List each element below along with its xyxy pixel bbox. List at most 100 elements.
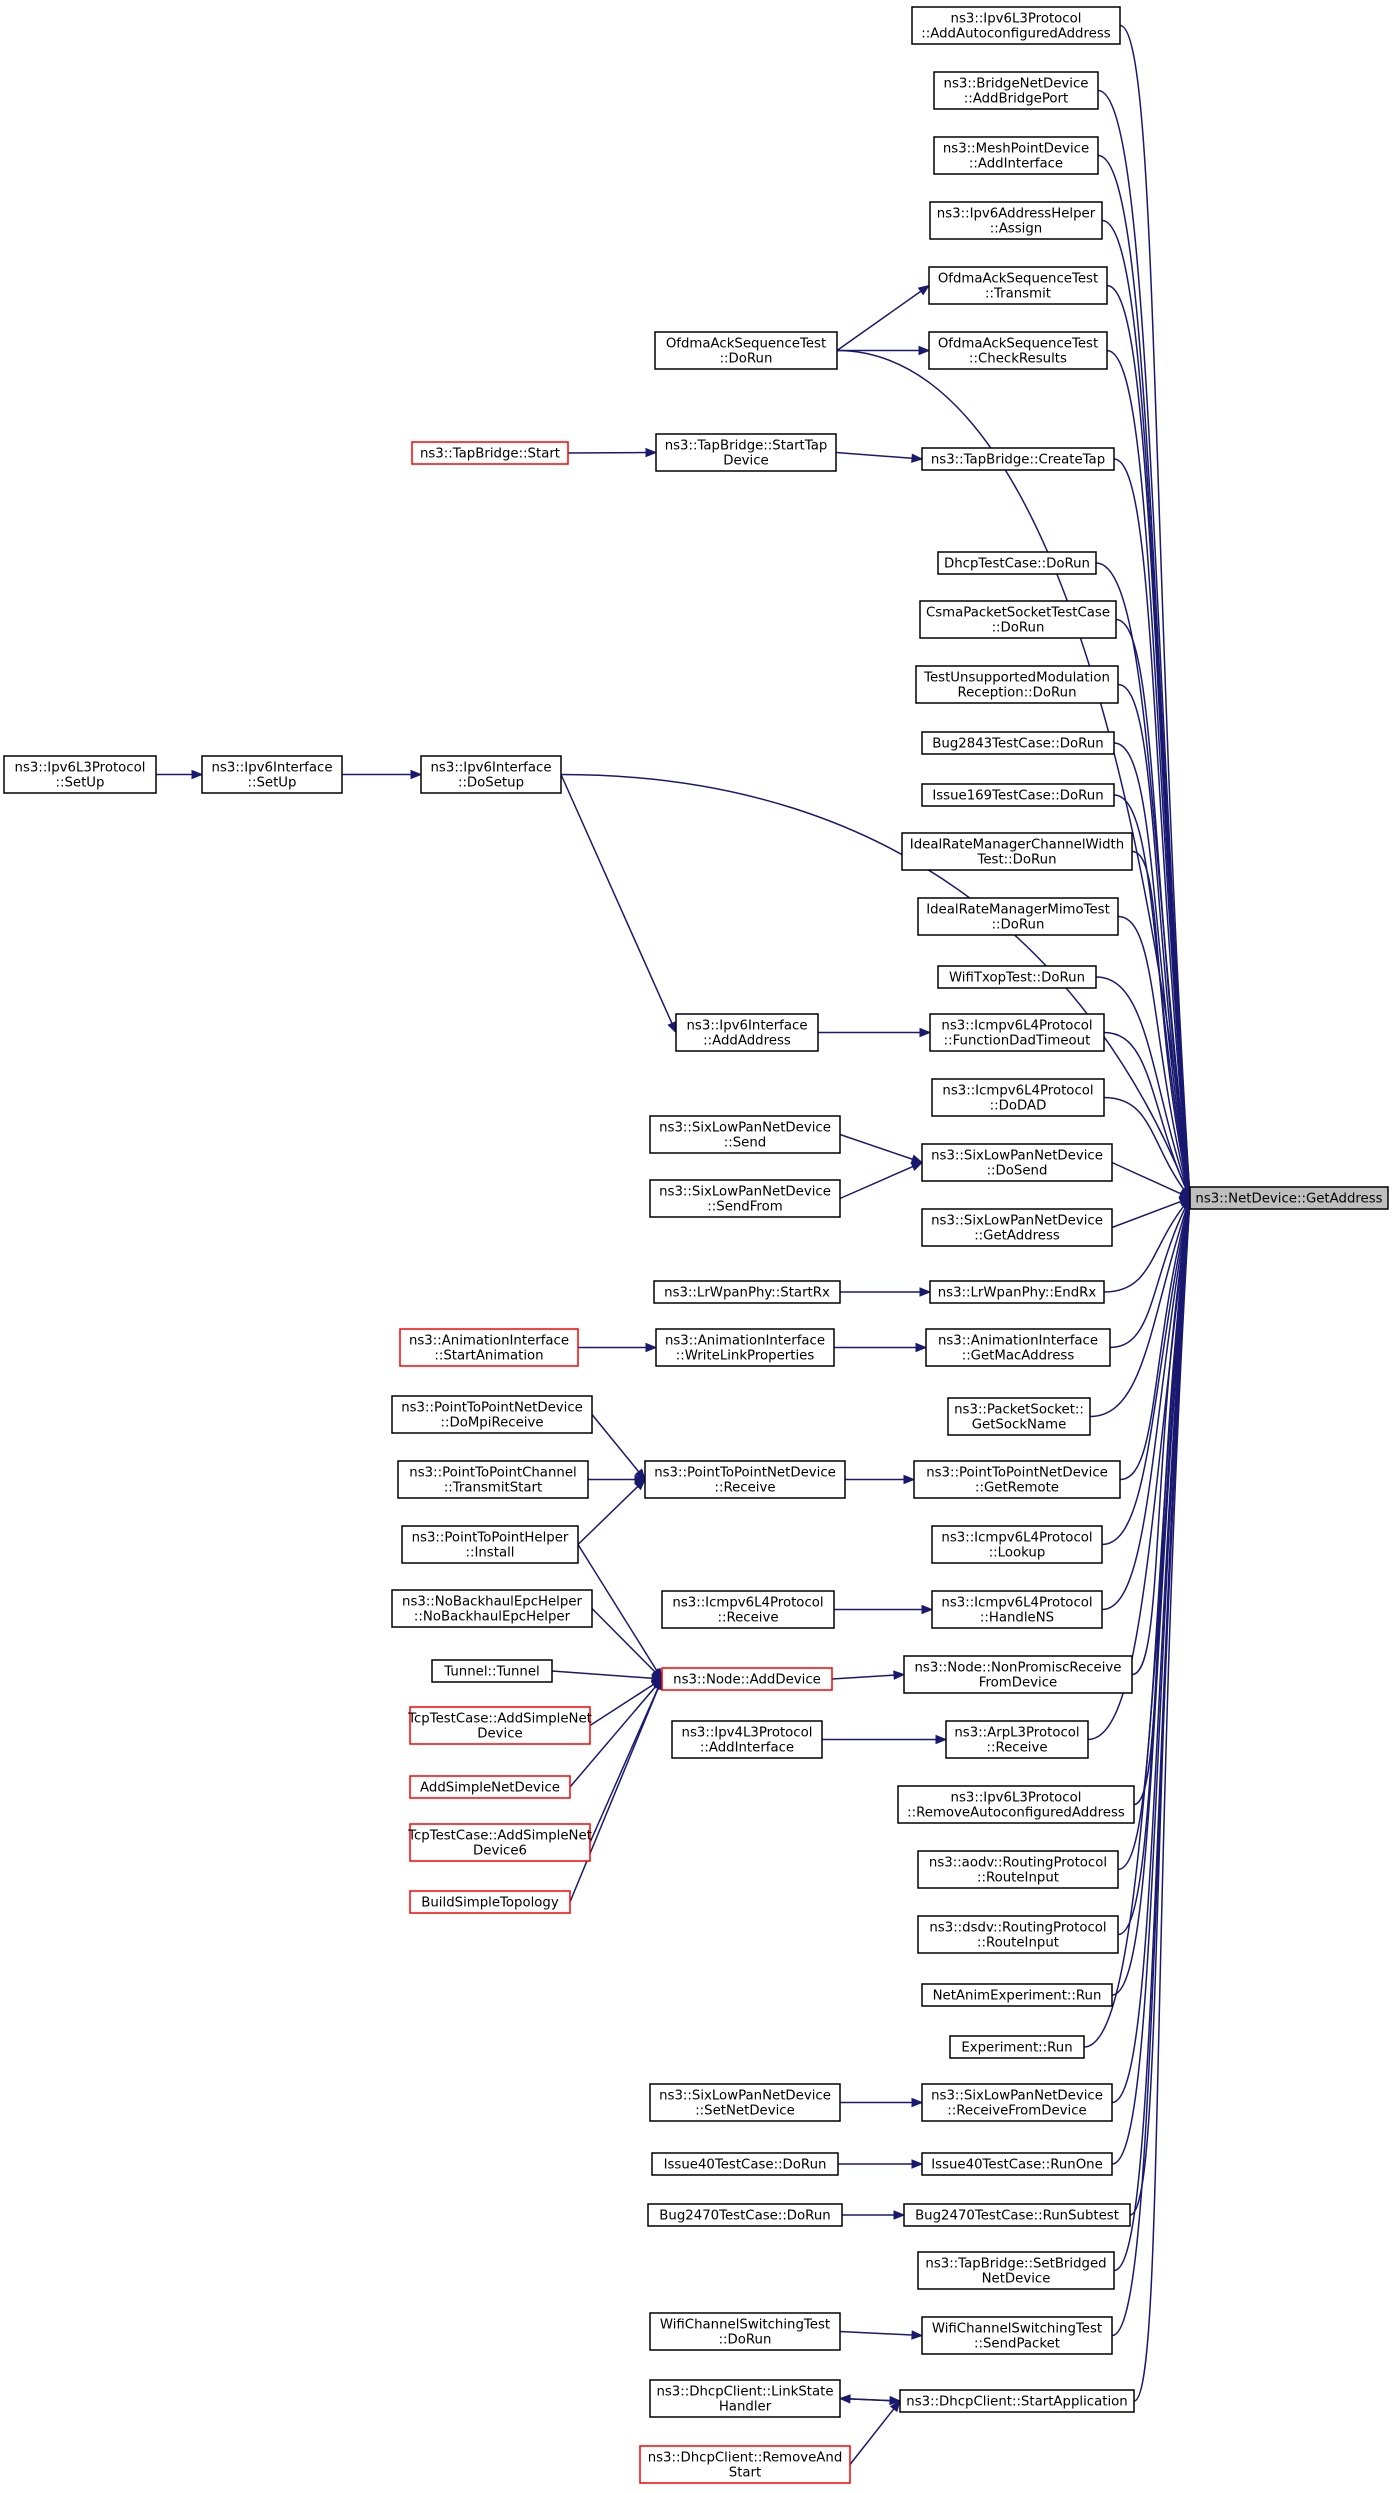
- node-n46[interactable]: Tunnel::Tunnel: [431, 1659, 553, 1683]
- node-n7[interactable]: OfdmaAckSequenceTest::DoRun: [654, 331, 838, 370]
- node-n63[interactable]: Bug2470TestCase::DoRun: [647, 2203, 843, 2227]
- edge-n26-to-n25: [839, 1133, 924, 1164]
- node-label: ::RemoveAutoconfiguredAddress: [907, 1806, 1125, 1821]
- node-n11[interactable]: DhcpTestCase::DoRun: [937, 551, 1097, 575]
- node-box: [917, 1915, 1119, 1954]
- node-label: ns3::dsdv::RoutingProtocol: [929, 1921, 1106, 1936]
- node-box: [921, 2316, 1113, 2355]
- node-n20[interactable]: ns3::Ipv6Interface::SetUp: [201, 755, 343, 794]
- node-n35[interactable]: ns3::PointToPointNetDevice::GetRemote: [913, 1460, 1121, 1499]
- node-box: [201, 755, 343, 794]
- node-label: Issue40TestCase::RunOne: [931, 2158, 1103, 2173]
- node-n36[interactable]: ns3::PointToPointNetDevice::Receive: [644, 1460, 846, 1499]
- edge-n63-to-n62: [842, 2210, 906, 2220]
- node-n33[interactable]: ns3::AnimationInterface::StartAnimation: [399, 1328, 579, 1367]
- node-n65[interactable]: WifiChannelSwitchingTest::SendPacket: [921, 2316, 1113, 2355]
- node-label: TestUnsupportedModulation: [923, 671, 1110, 686]
- node-label: ::AddAutoconfiguredAddress: [921, 27, 1111, 42]
- node-n38[interactable]: ns3::PointToPointChannel::TransmitStart: [397, 1460, 589, 1499]
- node-n22[interactable]: ns3::Icmpv6L4Protocol::FunctionDadTimeou…: [929, 1013, 1105, 1052]
- node-n4[interactable]: ns3::Ipv6AddressHelper::Assign: [929, 201, 1103, 240]
- node-n6[interactable]: OfdmaAckSequenceTest::CheckResults: [928, 331, 1108, 370]
- node-n3[interactable]: ns3::MeshPointDevice::AddInterface: [933, 136, 1099, 175]
- node-n31[interactable]: ns3::AnimationInterface::GetMacAddress: [925, 1328, 1111, 1367]
- node-n50[interactable]: BuildSimpleTopology: [409, 1890, 571, 1914]
- node-label: ::Receive: [714, 1481, 775, 1496]
- node-n60[interactable]: Issue40TestCase::RunOne: [921, 2152, 1113, 2176]
- node-n53[interactable]: ns3::Ipv6L3Protocol::RemoveAutoconfigure…: [897, 1785, 1135, 1824]
- node-n2[interactable]: ns3::BridgeNetDevice::AddBridgePort: [933, 71, 1099, 110]
- node-label: ::DoRun: [992, 918, 1045, 933]
- node-n62[interactable]: Bug2470TestCase::RunSubtest: [903, 2203, 1131, 2227]
- node-box: [655, 1328, 835, 1367]
- node-n28[interactable]: ns3::SixLowPanNetDevice::GetAddress: [921, 1208, 1113, 1247]
- node-n40[interactable]: ns3::Icmpv6L4Protocol::Lookup: [931, 1525, 1103, 1564]
- node-n14[interactable]: Bug2843TestCase::DoRun: [921, 731, 1115, 755]
- node-box: [409, 1775, 571, 1799]
- node-label: ::DoRun: [992, 621, 1045, 636]
- node-label: ::RouteInput: [977, 1936, 1059, 1951]
- node-label: ::AddAddress: [703, 1034, 791, 1049]
- node-n15[interactable]: Issue169TestCase::DoRun: [921, 783, 1115, 807]
- node-n12[interactable]: CsmaPacketSocketTestCase::DoRun: [919, 600, 1117, 639]
- node-label: ns3::Node::AddDevice: [673, 1673, 821, 1688]
- node-n17[interactable]: IdealRateManagerMimoTest::DoRun: [917, 897, 1119, 936]
- node-label: ns3::Ipv4L3Protocol: [682, 1726, 813, 1741]
- node-n32[interactable]: ns3::AnimationInterface::WriteLinkProper…: [655, 1328, 835, 1367]
- node-n42[interactable]: ns3::Icmpv6L4Protocol::Receive: [661, 1590, 835, 1629]
- node-n1[interactable]: ns3::Ipv6L3Protocol::AddAutoconfiguredAd…: [911, 6, 1121, 45]
- node-n19[interactable]: ns3::Ipv6Interface::DoSetup: [420, 755, 562, 794]
- node-n57[interactable]: Experiment::Run: [949, 2035, 1085, 2059]
- node-n39[interactable]: ns3::PointToPointHelper::Install: [401, 1525, 579, 1564]
- node-label: ns3::MeshPointDevice: [943, 142, 1089, 157]
- node-n61[interactable]: Issue40TestCase::DoRun: [651, 2152, 839, 2176]
- node-box: [903, 1655, 1133, 1694]
- node-n30[interactable]: ns3::LrWpanPhy::StartRx: [653, 1280, 841, 1304]
- node-n48[interactable]: AddSimpleNetDevice: [409, 1775, 571, 1799]
- node-label: ::DoDAD: [990, 1099, 1047, 1114]
- node-n67[interactable]: ns3::DhcpClient::StartApplication: [899, 2389, 1135, 2413]
- node-n25[interactable]: ns3::SixLowPanNetDevice::DoSend: [921, 1143, 1113, 1182]
- node-target[interactable]: ns3::NetDevice::GetAddress: [1189, 1186, 1389, 1210]
- node-label: Experiment::Run: [961, 2041, 1072, 2056]
- node-label: ::TransmitStart: [444, 1481, 542, 1496]
- node-n52[interactable]: ns3::Ipv4L3Protocol::AddInterface: [671, 1720, 823, 1759]
- node-label: Device6: [473, 1844, 527, 1859]
- node-n5[interactable]: OfdmaAckSequenceTest::Transmit: [928, 266, 1108, 305]
- node-n23[interactable]: ns3::Ipv6Interface::AddAddress: [675, 1013, 819, 1052]
- node-n37[interactable]: ns3::PointToPointNetDevice::DoMpiReceive: [391, 1395, 593, 1434]
- node-n34[interactable]: ns3::PacketSocket::GetSockName: [947, 1397, 1091, 1436]
- node-n10[interactable]: ns3::TapBridge::Start: [411, 441, 569, 465]
- node-label: OfdmaAckSequenceTest: [666, 337, 826, 352]
- node-n24[interactable]: ns3::Icmpv6L4Protocol::DoDAD: [931, 1078, 1105, 1117]
- node-n54[interactable]: ns3::aodv::RoutingProtocol::RouteInput: [917, 1850, 1119, 1889]
- node-n41[interactable]: ns3::Icmpv6L4Protocol::HandleNS: [931, 1590, 1103, 1629]
- node-n58[interactable]: ns3::SixLowPanNetDevice::ReceiveFromDevi…: [921, 2083, 1113, 2122]
- node-n51[interactable]: ns3::ArpL3Protocol::Receive: [945, 1720, 1089, 1759]
- node-n45[interactable]: ns3::NoBackhaulEpcHelper::NoBackhaulEpcH…: [391, 1589, 593, 1628]
- node-box: [925, 1328, 1111, 1367]
- node-box: [411, 441, 569, 465]
- node-n26[interactable]: ns3::SixLowPanNetDevice::Send: [649, 1115, 841, 1154]
- node-n29[interactable]: ns3::LrWpanPhy::EndRx: [929, 1280, 1105, 1304]
- node-n21[interactable]: ns3::Ipv6L3Protocol::SetUp: [3, 755, 157, 794]
- node-n18[interactable]: WifiTxopTest::DoRun: [937, 965, 1097, 989]
- node-n44[interactable]: ns3::Node::AddDevice: [661, 1667, 833, 1691]
- node-n66[interactable]: WifiChannelSwitchingTest::DoRun: [649, 2312, 841, 2351]
- node-n47[interactable]: TcpTestCase::AddSimpleNetDevice: [407, 1706, 592, 1745]
- node-n13[interactable]: TestUnsupportedModulationReception::DoRu…: [915, 665, 1119, 704]
- node-label: ns3::NoBackhaulEpcHelper: [402, 1595, 582, 1610]
- node-n59[interactable]: ns3::SixLowPanNetDevice::SetNetDevice: [649, 2083, 841, 2122]
- node-n8[interactable]: ns3::TapBridge::CreateTap: [921, 447, 1115, 471]
- node-label: ns3::AnimationInterface: [409, 1334, 569, 1349]
- node-n55[interactable]: ns3::dsdv::RoutingProtocol::RouteInput: [917, 1915, 1119, 1954]
- node-n56[interactable]: NetAnimExperiment::Run: [921, 1983, 1113, 2007]
- node-n27[interactable]: ns3::SixLowPanNetDevice::SendFrom: [649, 1179, 841, 1218]
